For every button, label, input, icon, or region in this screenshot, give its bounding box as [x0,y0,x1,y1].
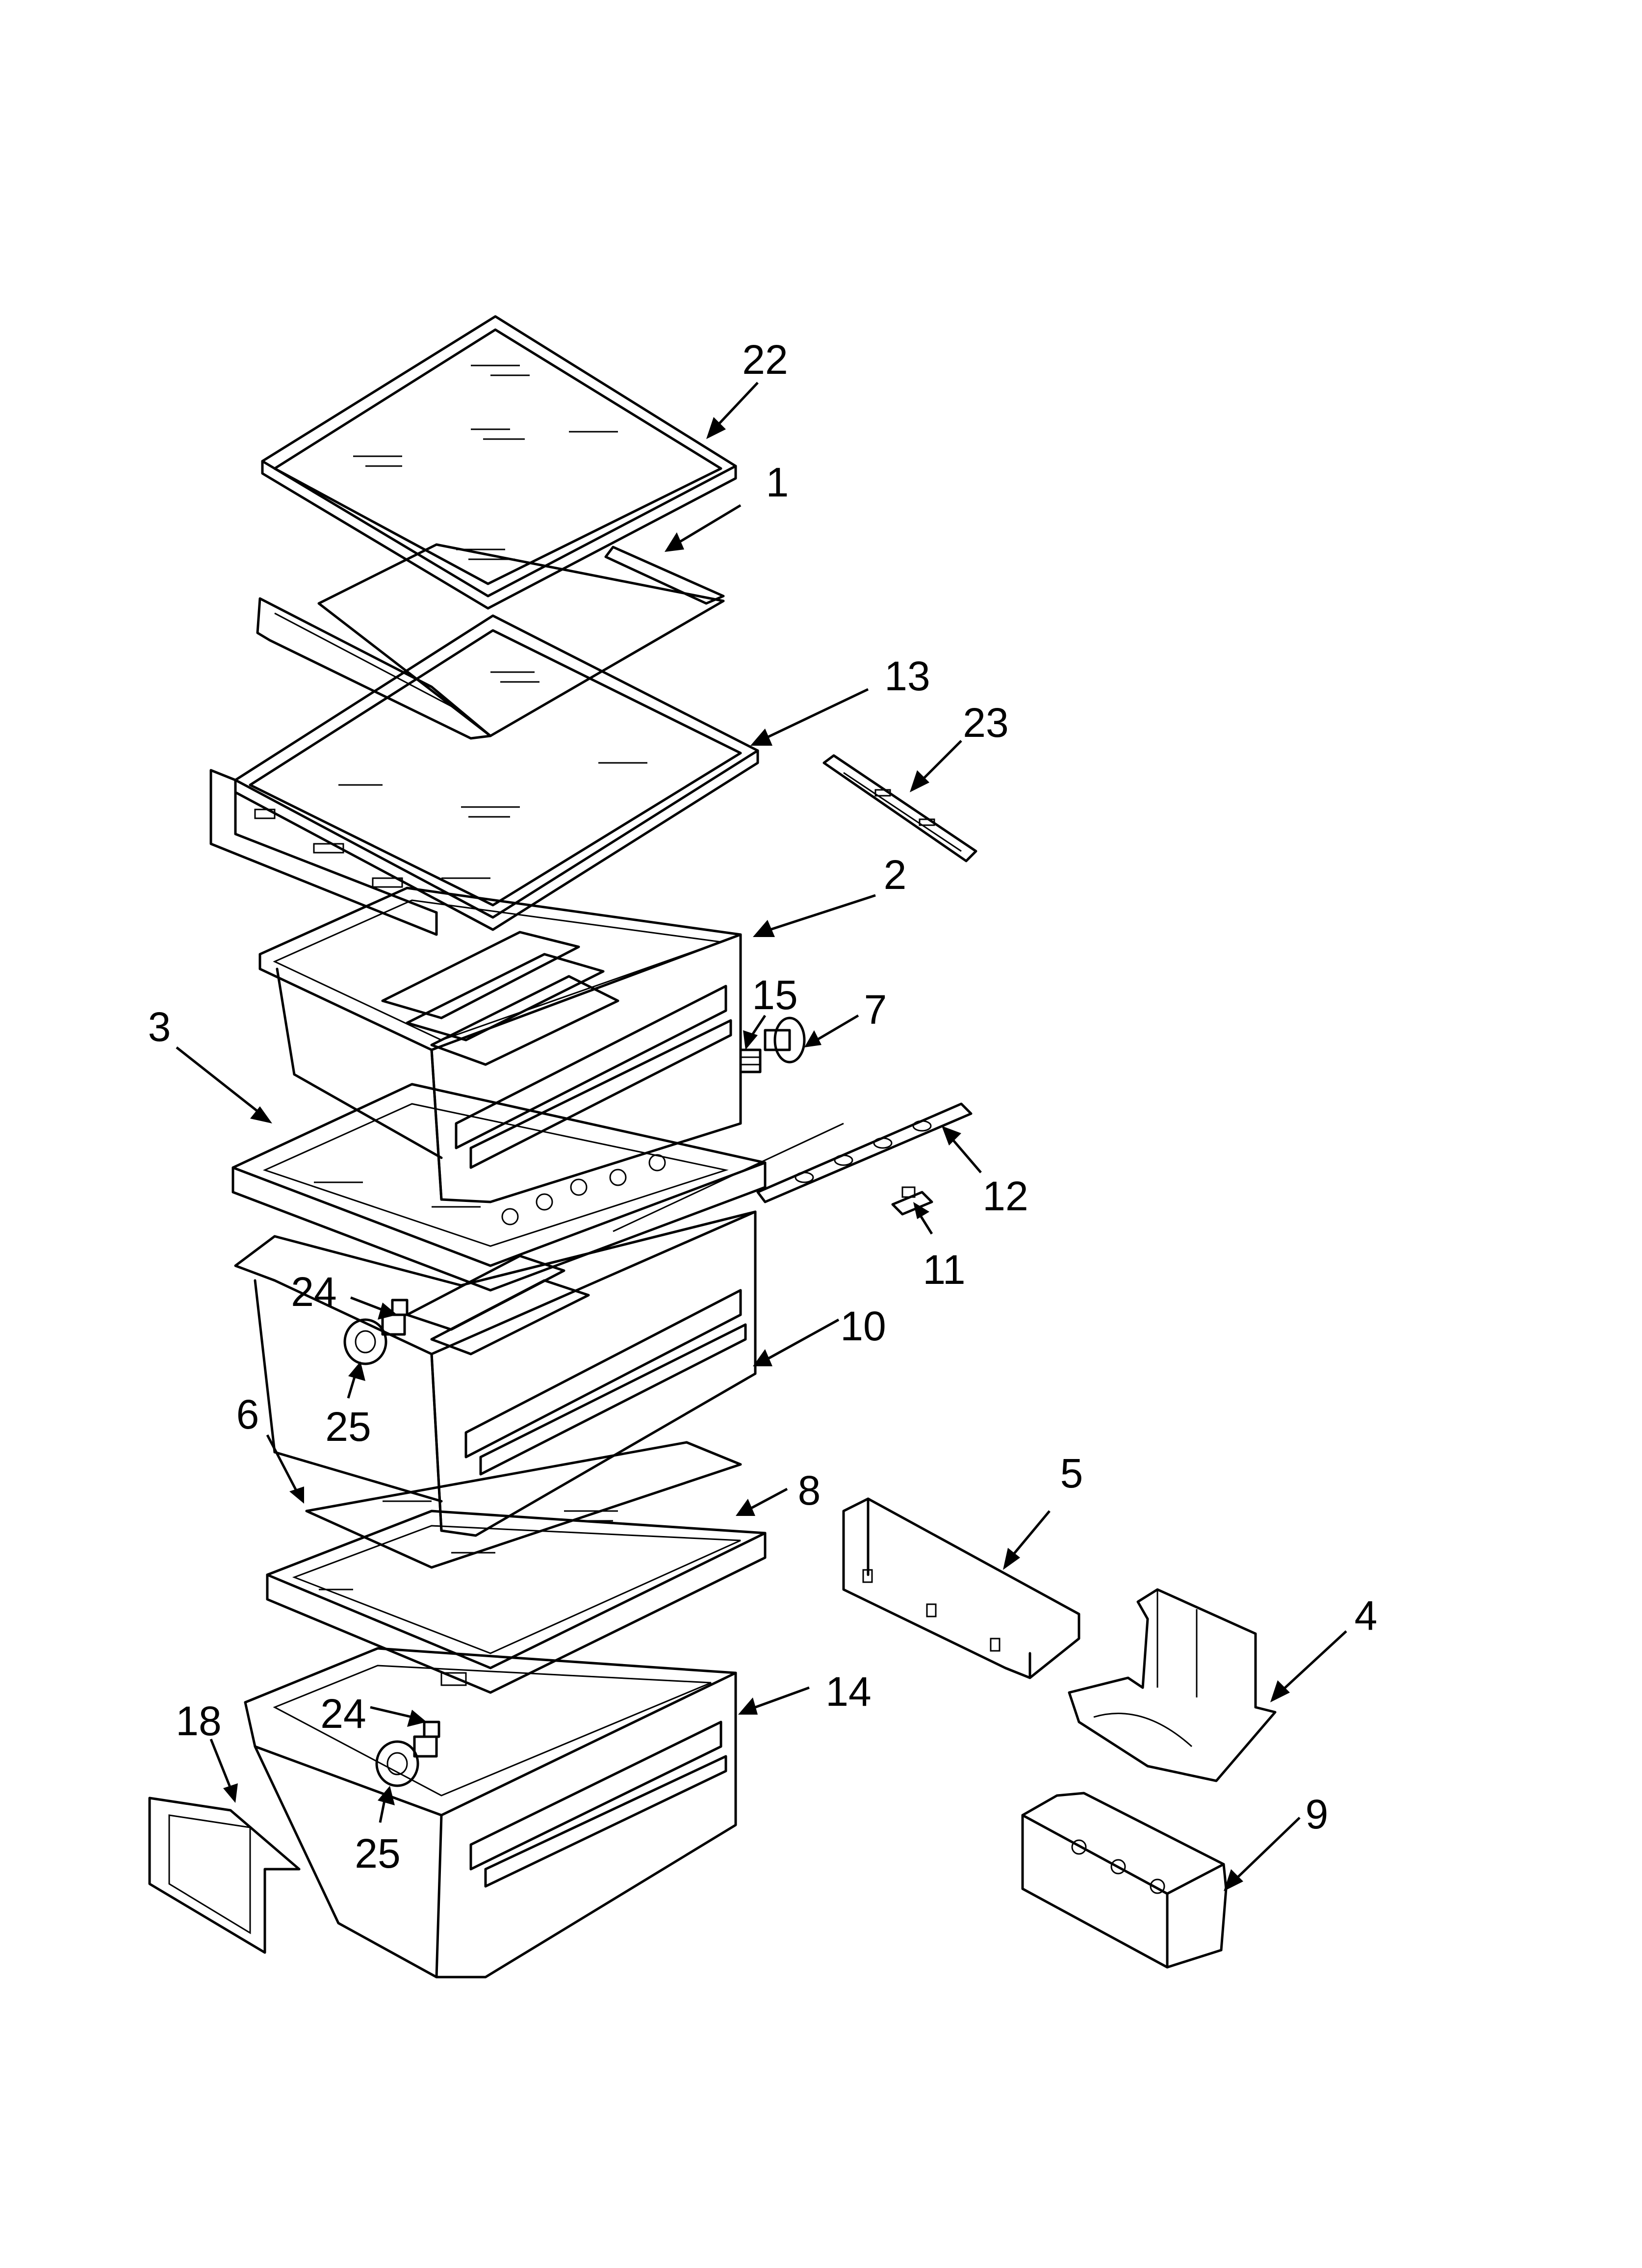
callout-8: 8 [798,1467,821,1513]
callout-23: 23 [963,700,1008,746]
callout-7: 7 [864,987,887,1033]
callout-labels: 22 1 13 23 2 15 7 3 12 11 24 25 10 6 8 5… [148,337,1378,1877]
part-7-wheel [764,1017,806,1064]
part-24-25-wheel-upper [343,1299,409,1365]
part-22-glass-shelf [261,315,737,610]
callout-25-upper: 25 [325,1404,371,1450]
part-13-glass-shelf [209,614,759,936]
callout-15: 15 [752,972,797,1018]
part-8-cover-frame [266,1510,767,1694]
callout-5: 5 [1060,1450,1083,1496]
callout-11: 11 [923,1247,965,1293]
part-15-screw [739,1048,762,1073]
callout-6: 6 [236,1391,259,1437]
callout-9: 9 [1306,1791,1329,1837]
callout-24-lower: 24 [320,1691,366,1737]
callout-22: 22 [742,337,788,383]
part-18-label-plate [148,1797,301,1954]
callout-24-upper: 24 [291,1269,336,1315]
callout-12: 12 [982,1173,1028,1219]
callout-1: 1 [766,459,789,505]
part-4-divider [1068,1588,1277,1782]
callout-leaders [176,382,1347,1891]
part-9-bin [1021,1792,1228,1969]
part-1-shelf-frame [256,543,725,740]
part-10-crisper-drawer [234,1210,757,1537]
part-2-crisper-drawer [258,886,742,1203]
part-23-rail [822,754,977,862]
part-11-clip [891,1186,933,1216]
callout-14: 14 [825,1668,871,1715]
part-24-25-wheel-lower [375,1721,440,1787]
callout-10: 10 [840,1303,886,1349]
callout-18: 18 [176,1698,221,1744]
part-14-crisper-drawer [244,1647,737,1979]
callout-4: 4 [1355,1592,1378,1639]
part-3-cover-frame [231,1083,767,1292]
part-12-rail [613,1102,973,1232]
callout-13: 13 [884,653,930,699]
callout-3: 3 [148,1004,171,1050]
callout-2: 2 [884,852,907,898]
callout-25-lower: 25 [355,1830,400,1877]
part-5-duct [842,1497,1080,1679]
